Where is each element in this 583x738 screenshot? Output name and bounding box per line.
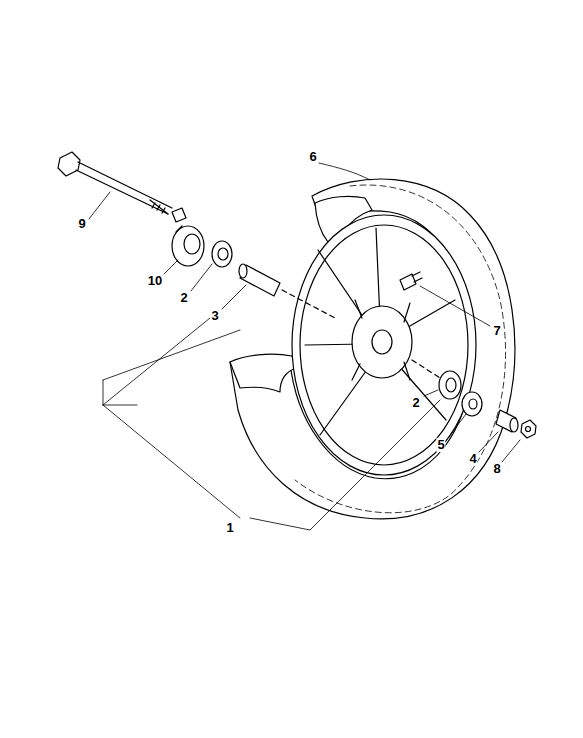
callout-number: 8 (492, 462, 501, 476)
spokes (305, 228, 455, 435)
bearing (439, 371, 461, 399)
axle-bolt (58, 152, 80, 176)
callout-number: 1 (225, 521, 234, 535)
callout-number: 3 (210, 309, 219, 323)
tire-section-bottom (230, 354, 296, 392)
bracket-line (103, 318, 440, 530)
nut (521, 420, 536, 438)
callout-number: 10 (147, 274, 163, 288)
callout-number: 5 (436, 438, 445, 452)
seal (462, 392, 482, 416)
bearing (212, 241, 232, 267)
callout-number: 2 (411, 396, 420, 410)
speedo-drive (172, 226, 204, 266)
callout-number: 7 (492, 324, 501, 338)
callout-number: 4 (468, 452, 477, 466)
callout-number: 9 (77, 217, 86, 231)
valve (400, 272, 422, 290)
spacer (240, 265, 280, 296)
callout-number: 6 (308, 150, 317, 164)
rim (292, 215, 476, 475)
callout-number: 2 (179, 291, 188, 305)
leader-line (89, 163, 520, 462)
